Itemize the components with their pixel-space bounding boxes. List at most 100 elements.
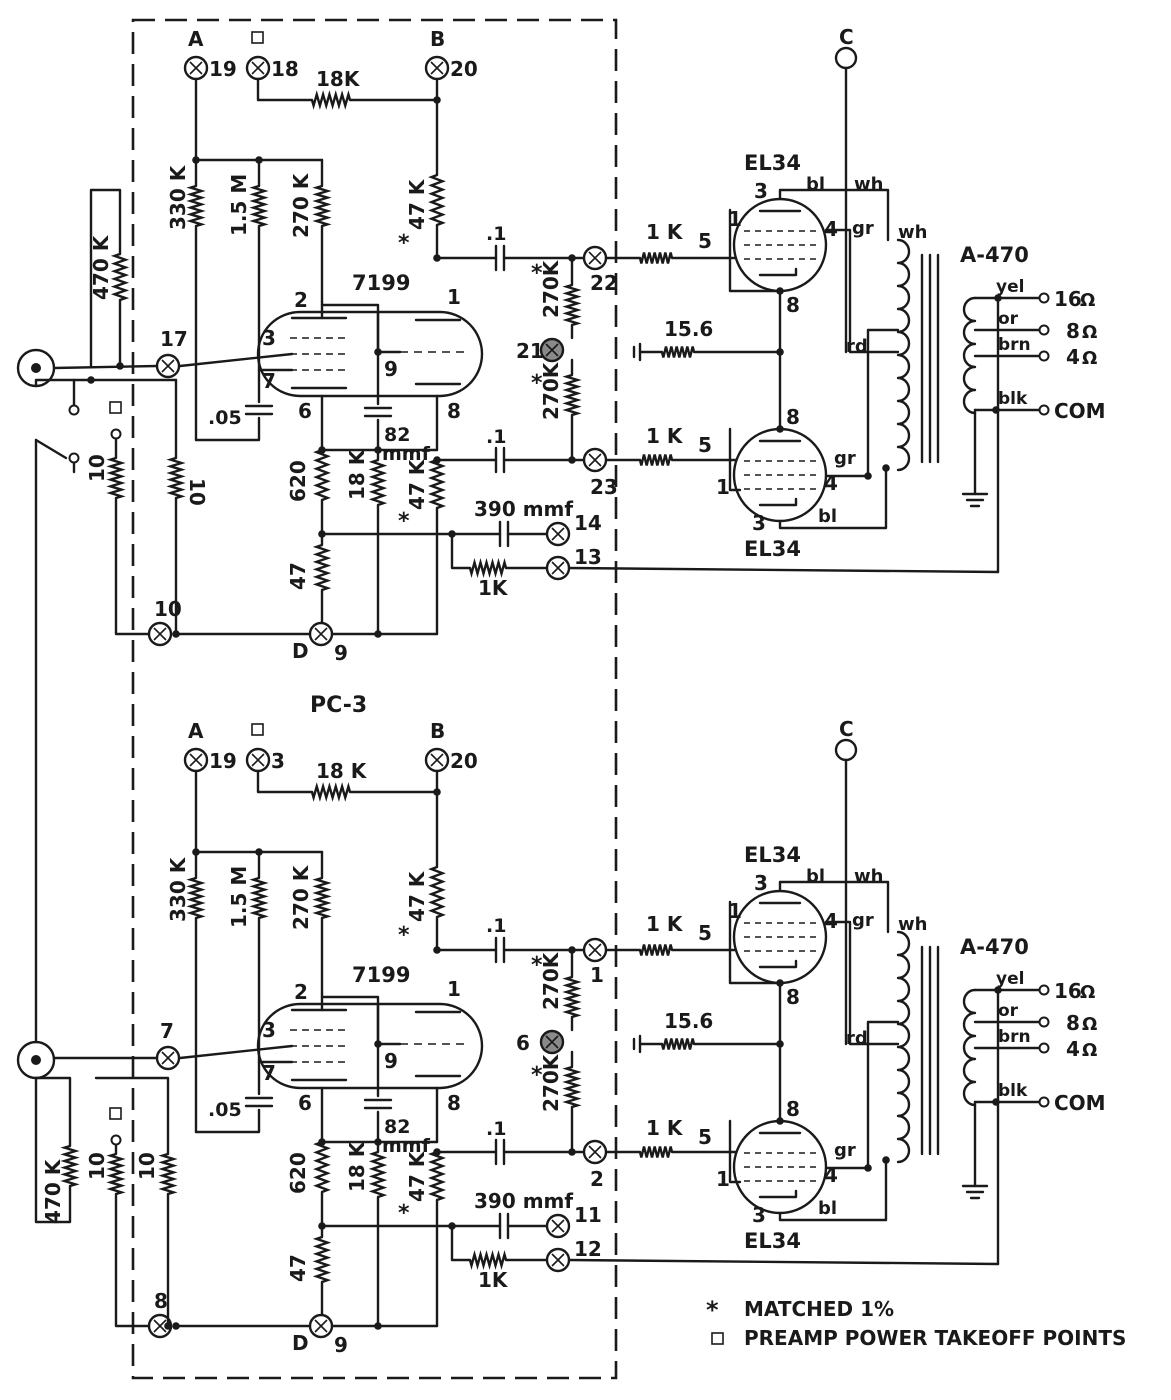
label-15-6: 15.6 (664, 317, 713, 341)
wire-wh-b: wh (898, 222, 927, 243)
terminal-cross-icon (551, 1219, 565, 1233)
resistor-47k-plate-a (428, 865, 446, 919)
input-jack-b-pin (31, 1055, 41, 1065)
contact-circle (1038, 324, 1050, 336)
wire (728, 1119, 742, 1184)
wire (778, 466, 888, 530)
el34-grids (744, 230, 816, 260)
contact-circle (1038, 1042, 1050, 1054)
resistor-1k-grid-a (638, 944, 674, 956)
resistor-10-b (166, 456, 186, 500)
wire (778, 880, 890, 934)
matched-asterisk: * (531, 371, 543, 396)
terminal-sq-number: 18 (271, 57, 299, 81)
label-coupling-a: .1 (486, 223, 506, 245)
label-coupling-b: .1 (486, 426, 506, 448)
terminal-grid-a-number: 1 (590, 963, 604, 987)
resistor-620 (313, 1140, 331, 1194)
el34-cathode (758, 1189, 798, 1199)
label-1-5m: 1.5 M (227, 866, 251, 928)
wire (256, 77, 314, 102)
terminal-fb1-number: 11 (574, 1203, 602, 1227)
wire-gr-b: gr (834, 448, 856, 469)
wire-yel: yel (996, 969, 1024, 989)
output-com: COM (1054, 399, 1106, 423)
label-47k-plate-a: 47 K (405, 870, 429, 922)
terminal-cross-icon (153, 1319, 167, 1333)
output-16: 16 (1054, 287, 1082, 311)
takeoff-square-icon (251, 31, 264, 44)
el34b-pin-1: 1 (716, 475, 730, 499)
el34-grids (744, 922, 816, 952)
pin-5-b: 5 (698, 1125, 712, 1149)
wire (567, 1258, 1000, 1266)
wire (114, 1192, 151, 1328)
resistor-15-6 (660, 346, 696, 358)
terminal-cross-icon (189, 753, 203, 767)
transformer-primary (896, 238, 911, 472)
terminal-input-number: 17 (160, 327, 188, 351)
wire (256, 769, 314, 794)
ohm-symbol: Ω (1082, 1040, 1097, 1061)
terminal-cross-icon (545, 1035, 559, 1049)
terminal-grid-b-number: 23 (590, 475, 618, 499)
terminal-sq-number: 3 (271, 749, 285, 773)
resistor-18k-feed (310, 90, 352, 110)
takeoff-square-icon (109, 401, 122, 414)
terminal-bias-number: 21 (516, 339, 544, 363)
wire (824, 328, 900, 478)
terminal-b-letter: B (430, 27, 445, 51)
input-jack-a-pin (31, 363, 41, 373)
junction-dot (776, 425, 784, 433)
el34-grids (744, 1152, 816, 1182)
wire (89, 188, 122, 368)
junction-dot (864, 1164, 872, 1172)
pin-5-b: 5 (698, 433, 712, 457)
terminal-cross-icon (161, 359, 175, 373)
el34a-pin-3: 3 (754, 179, 768, 203)
terminal-cross-icon (588, 453, 602, 467)
el34a-pin-8: 8 (786, 985, 800, 1009)
resistor-270k-bias-a (562, 975, 582, 1019)
wire (34, 1076, 72, 1148)
el34b-pin-8: 8 (786, 1097, 800, 1121)
matched-asterisk: * (398, 231, 410, 256)
resistor-1k-feedback (468, 557, 508, 579)
wire (450, 532, 472, 570)
wire-bl-b: bl (818, 1198, 837, 1219)
module-label: PC-3 (310, 693, 367, 718)
resistor-47k-plate-b (427, 458, 447, 510)
resistor-18k-cathode (368, 458, 388, 507)
output-8: 8 (1066, 1011, 1080, 1035)
terminal-cross-icon (430, 753, 444, 767)
resistor-620 (313, 448, 331, 502)
resistor-1k-grid-a (638, 252, 674, 264)
terminal-a-letter: A (188, 27, 204, 51)
contact-circle (1038, 292, 1050, 304)
label-1k-grid-b: 1 K (646, 424, 684, 448)
contact-circle (68, 404, 80, 416)
terminal-c (834, 46, 858, 70)
label-05: .05 (208, 407, 242, 429)
pin-1: 1 (447, 285, 461, 309)
resistor-47 (312, 1235, 332, 1284)
label-47k-plate-b: 47 K (405, 458, 429, 510)
transformer-secondary (962, 988, 977, 1107)
output-16: 16 (1054, 979, 1082, 1003)
wire-wh-a: wh (854, 174, 883, 195)
label-82: 82 (384, 424, 410, 446)
pin-3: 3 (262, 326, 276, 350)
takeoff-square-icon (251, 723, 264, 736)
terminal-cross-icon (588, 943, 602, 957)
capacitor-82mmf (363, 1098, 393, 1110)
wire (728, 427, 742, 492)
wire (320, 303, 402, 354)
terminal-c-letter: C (839, 25, 854, 49)
matched-asterisk: * (531, 1063, 543, 1088)
wire (178, 1044, 294, 1060)
el34a-pin-3: 3 (754, 871, 768, 895)
label-82: 82 (384, 1116, 410, 1138)
resistor-270k-bias-b (562, 373, 582, 417)
label-18k-feed: 18K (316, 67, 361, 91)
tube-7199-label: 7199 (352, 963, 410, 987)
